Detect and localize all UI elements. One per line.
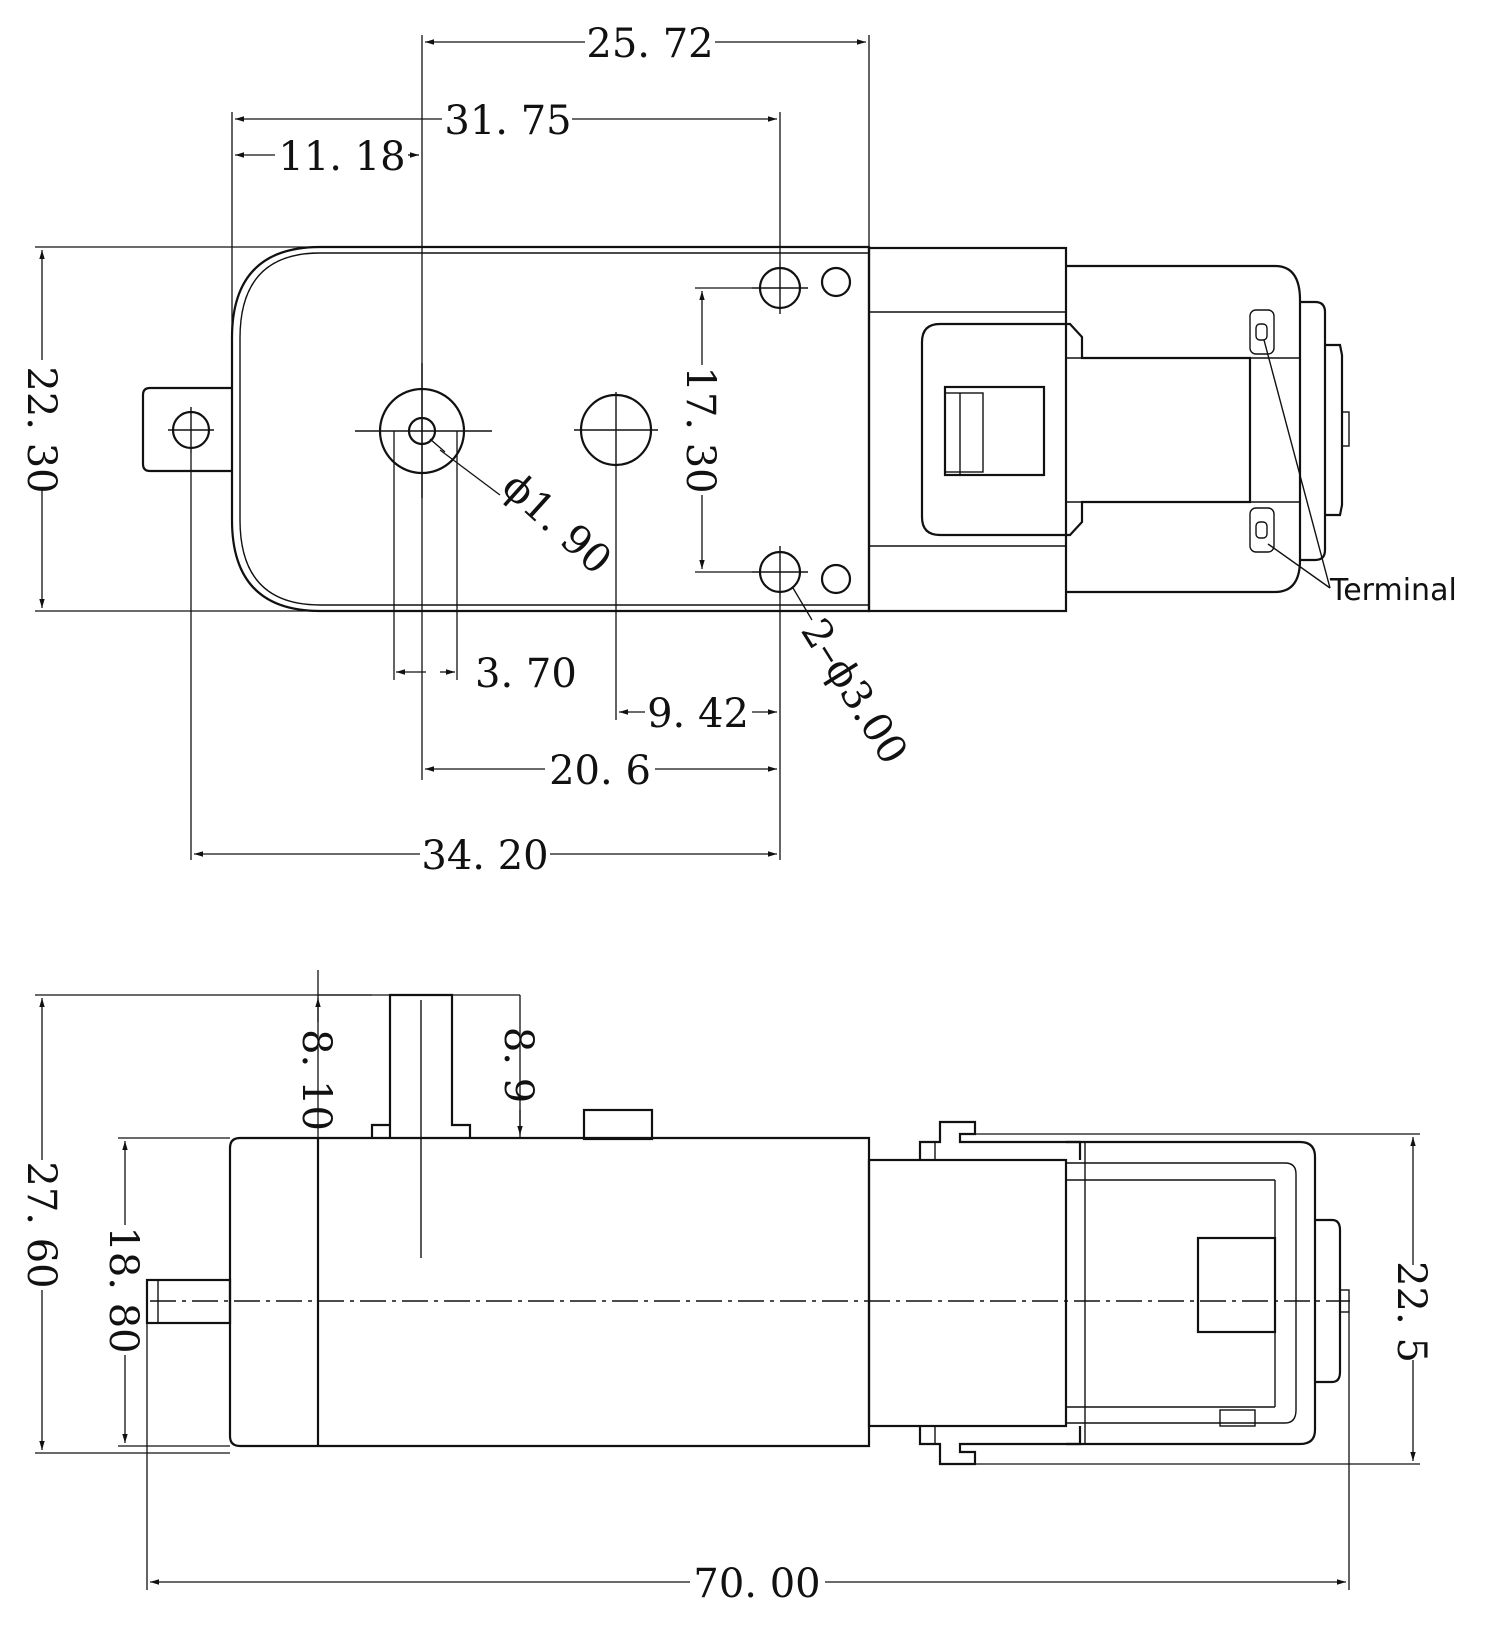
motor-can bbox=[1066, 264, 1302, 594]
dim-20-6: 20. 6 bbox=[549, 748, 651, 794]
terminal-label: Terminal bbox=[1329, 573, 1457, 608]
dim-25-72: 25. 72 bbox=[586, 21, 713, 67]
clip-flange-top bbox=[918, 1120, 1082, 1160]
output-shaft bbox=[370, 993, 472, 1138]
input-shaft bbox=[145, 1278, 232, 1325]
dim-70-00: 70. 00 bbox=[693, 1561, 820, 1607]
terminal-bottom bbox=[1249, 507, 1275, 553]
motor-can-side bbox=[1066, 1140, 1317, 1446]
dim-22-30: 22. 30 bbox=[18, 366, 64, 493]
mounting-tab bbox=[141, 386, 232, 473]
gearbox-side-body bbox=[228, 1136, 871, 1448]
dim-8-10: 8. 10 bbox=[293, 1029, 339, 1131]
dim-22-5: 22. 5 bbox=[1388, 1261, 1434, 1363]
terminal-leader-2 bbox=[1267, 543, 1331, 589]
dim-3-70: 3. 70 bbox=[475, 651, 577, 697]
dim-phi-1-90: ϕ1. 90 bbox=[493, 463, 620, 584]
side-view: 8. 10 8. 9 27. 60 18. 80 22. 5 70. 00 bbox=[18, 970, 1434, 1607]
dim-17-30: 17. 30 bbox=[677, 366, 723, 493]
brush-holder bbox=[1196, 1236, 1277, 1334]
motor-end-cap bbox=[1300, 300, 1327, 562]
dim-9-42: 9. 42 bbox=[647, 691, 749, 737]
motor-side-block bbox=[867, 1158, 1068, 1428]
dim-11-18: 11. 18 bbox=[278, 134, 405, 180]
dim-18-80: 18. 80 bbox=[100, 1226, 146, 1353]
gearbox-body-inner-outline bbox=[239, 252, 869, 606]
top-boss bbox=[582, 1108, 654, 1141]
motor-clip-window bbox=[920, 322, 1252, 537]
dim-31-75: 31. 75 bbox=[444, 98, 571, 144]
gearbox-body-outline bbox=[230, 245, 871, 613]
pin-top bbox=[820, 266, 852, 298]
clip-flange-bottom bbox=[918, 1426, 1082, 1466]
terminal-leader-1 bbox=[1263, 339, 1331, 589]
dim-27-60: 27. 60 bbox=[18, 1161, 64, 1288]
dim-2-phi-3-00: 2–ϕ3.00 bbox=[792, 611, 917, 773]
pin-bottom bbox=[820, 563, 852, 595]
top-view: Terminal 25. 72 31. 75 11. 18 22. 30 bbox=[18, 21, 1457, 879]
terminal-top bbox=[1249, 309, 1275, 355]
motor-housing-block bbox=[867, 246, 1068, 613]
dim-34-20: 34. 20 bbox=[421, 833, 548, 879]
dim-8-9: 8. 9 bbox=[495, 1027, 541, 1103]
